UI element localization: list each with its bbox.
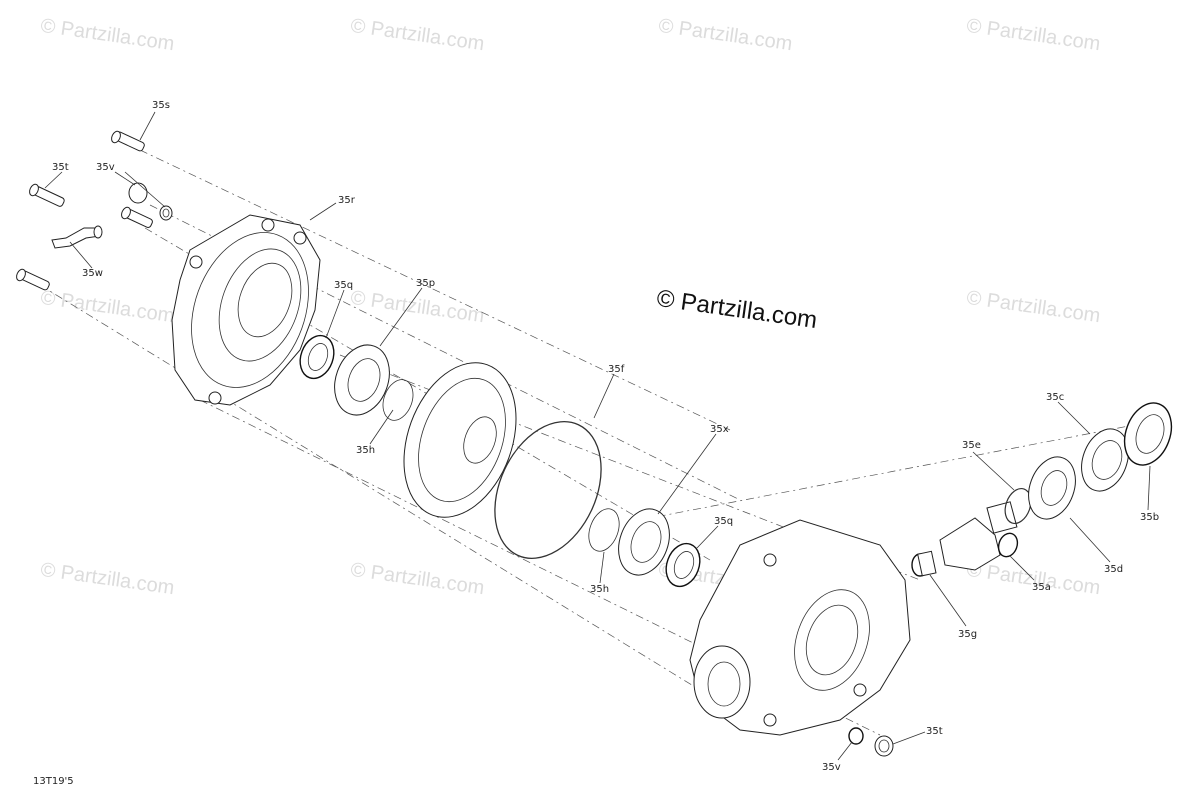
bearing-35d bbox=[1028, 456, 1076, 520]
callout-label: 35s bbox=[152, 100, 170, 111]
callout-label: 35v bbox=[96, 162, 115, 173]
plug-35v-top bbox=[128, 182, 173, 221]
callout-label: 35f bbox=[608, 364, 625, 375]
assembly-axes bbox=[39, 149, 1161, 736]
callout-label: 35e bbox=[962, 440, 981, 451]
callout-label: 35r bbox=[338, 195, 356, 206]
callout-label: 35q bbox=[334, 280, 353, 291]
differential-housing bbox=[689, 519, 911, 736]
shim-35e bbox=[1004, 487, 1032, 525]
ring-35v-bottom bbox=[848, 727, 864, 745]
ring-gear bbox=[403, 362, 517, 518]
ring-35a bbox=[997, 532, 1019, 558]
leader-lines bbox=[44, 111, 1151, 761]
nut-35c bbox=[1081, 428, 1129, 492]
fitting-35w bbox=[51, 225, 103, 249]
callout-label: 35h bbox=[356, 445, 375, 456]
seal-35q-bottom bbox=[665, 542, 701, 588]
shim-35h-top bbox=[382, 379, 414, 421]
bearing-35p bbox=[334, 344, 390, 416]
callout-label: 35p bbox=[416, 278, 435, 289]
callout-label: 35g bbox=[958, 629, 977, 640]
plug-35t-bottom bbox=[874, 735, 894, 757]
callout-label: 35x bbox=[710, 424, 729, 435]
bearing-35x bbox=[618, 508, 670, 576]
needle-bearing-35g bbox=[911, 550, 937, 577]
callout-label: 35b bbox=[1140, 512, 1159, 523]
callout-label: 35w bbox=[82, 268, 103, 279]
callout-label: 35t bbox=[52, 162, 69, 173]
diagram-code: 13T19'5 bbox=[33, 776, 74, 787]
seal-35b bbox=[1123, 402, 1173, 466]
callout-label: 35h bbox=[590, 584, 609, 595]
callout-label: 35q bbox=[714, 516, 733, 527]
bolt-35t-top bbox=[16, 183, 153, 291]
pinion-gear bbox=[939, 501, 1018, 571]
seal-35q-top bbox=[299, 334, 335, 380]
cover-35r bbox=[171, 214, 321, 406]
callout-label: 35a bbox=[1032, 582, 1051, 593]
o-ring-35f bbox=[494, 421, 602, 559]
callout-labels: 35s 35t 35v 35r 35w 35q 35p 35h 35f 35x … bbox=[52, 100, 1159, 773]
callout-label: 35d bbox=[1104, 564, 1123, 575]
callout-label: 35t bbox=[926, 726, 943, 737]
shim-35h-bottom bbox=[588, 508, 620, 552]
callout-label: 35v bbox=[822, 762, 841, 773]
bolt-35s bbox=[111, 130, 145, 152]
callout-label: 35c bbox=[1046, 392, 1064, 403]
